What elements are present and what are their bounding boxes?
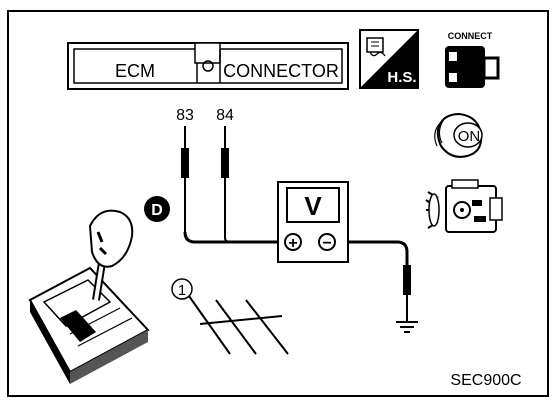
connect-text: CONNECT xyxy=(448,31,493,41)
terminal-83-label: 83 xyxy=(176,107,194,124)
harness-side-icon: H.S. xyxy=(359,29,419,89)
negative-terminal xyxy=(318,233,336,251)
connect-icon: CONNECT xyxy=(445,31,500,88)
connector-text: CONNECTOR xyxy=(223,61,339,81)
outer-frame xyxy=(7,10,549,397)
positive-sign: + xyxy=(288,235,297,252)
engine-icon xyxy=(425,179,503,233)
voltmeter: V + − xyxy=(277,181,349,263)
drive-badge xyxy=(144,196,170,222)
ignition-on-icon: ON xyxy=(434,112,483,158)
callout-number: 1 xyxy=(178,282,186,299)
hs-text: H.S. xyxy=(387,69,416,86)
ecm-text: ECM xyxy=(115,61,155,81)
positive-terminal xyxy=(284,233,302,251)
negative-sign: − xyxy=(322,235,331,252)
shift-lever-illustration: D xyxy=(28,196,170,384)
on-text: ON xyxy=(458,128,481,145)
voltmeter-v-text: V xyxy=(304,191,322,221)
ground-symbol xyxy=(396,321,418,333)
callout-1-hatch: 1 xyxy=(171,278,289,355)
callout-circle xyxy=(171,278,193,300)
probe-wires xyxy=(181,126,411,322)
drive-position-text: D xyxy=(151,202,163,219)
terminal-84-label: 84 xyxy=(216,107,234,124)
reference-code: SEC900C xyxy=(450,372,521,389)
ecm-connector-label: ECM CONNECTOR xyxy=(67,42,349,90)
